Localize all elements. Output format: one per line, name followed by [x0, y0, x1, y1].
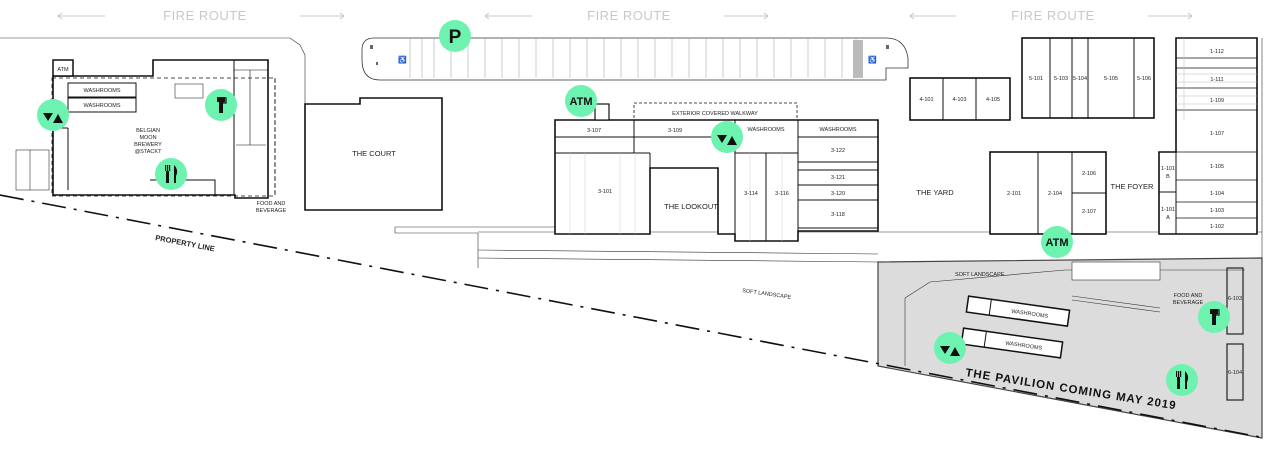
unit-3-116: 3-116 — [775, 191, 789, 197]
unit-2-106: 2-106 — [1082, 171, 1096, 177]
unit-5-106: 5-106 — [1137, 76, 1151, 82]
unit-3-109: 3-109 — [668, 128, 682, 134]
atm-badge-label-2: ATM — [1045, 237, 1068, 249]
pavilion-washrooms-lower[interactable]: WASHROOMS — [960, 327, 1064, 359]
pavilion-washrooms-upper[interactable]: WASHROOMS — [965, 295, 1071, 328]
unit-3-114: 3-114 — [744, 191, 758, 197]
unit-5-101: 5-101 — [1029, 76, 1043, 82]
brewery-name-line2: MOON — [139, 135, 156, 141]
unit-4-101: 4-101 — [919, 97, 933, 103]
atm-icon[interactable]: ATM — [1041, 226, 1073, 258]
atm-badge-label-1: ATM — [569, 96, 592, 108]
unit-6-104: 6-104 — [1228, 370, 1242, 376]
unit-4-105: 4-105 — [986, 97, 1000, 103]
unit-1-101-b: 1-101 — [1161, 166, 1175, 172]
parking-badge-label: P — [449, 27, 462, 48]
unit-1-105: 1-105 — [1210, 164, 1224, 170]
building-4[interactable]: 4-101 4-103 4-105 — [909, 77, 1011, 121]
unit-1-109: 1-109 — [1210, 98, 1224, 104]
building-2[interactable]: 2-101 2-104 2-106 2-107 — [989, 151, 1107, 235]
unit-4-103: 4-103 — [952, 97, 966, 103]
building-5[interactable]: 5-101 5-103 5-104 5-105 5-106 — [1021, 37, 1155, 119]
fire-route-1: FIRE ROUTE — [57, 8, 345, 23]
unit-1-101-a-sub: A — [1166, 215, 1170, 221]
unit-3-118: 3-118 — [831, 212, 845, 218]
brewery-name-line4: @STACKT — [135, 149, 163, 155]
pavilion-washrooms-upper-label: WASHROOMS — [1011, 309, 1049, 320]
unit-1-107: 1-107 — [1210, 131, 1224, 137]
unit-1-102: 1-102 — [1210, 224, 1224, 230]
brewery-food-label-1: FOOD AND — [257, 201, 286, 207]
soft-landscape-label-2: SOFT LANDSCAPE — [955, 272, 1005, 278]
beer-icon[interactable] — [205, 89, 237, 121]
unit-1-104: 1-104 — [1210, 191, 1224, 197]
brewery-washrooms-1-label: WASHROOMS — [83, 88, 120, 94]
soft-landscape-label-1: SOFT LANDSCAPE — [742, 288, 792, 301]
unit-3-101: 3-101 — [598, 189, 612, 195]
pavilion-food-label-2: BEVERAGE — [1173, 300, 1204, 306]
svg-text:♿: ♿ — [398, 55, 407, 64]
bldg3-washrooms-2-label: WASHROOMS — [819, 127, 856, 133]
food-icon[interactable] — [1166, 364, 1198, 396]
brewery-name-line1: BELGIAN — [136, 128, 160, 134]
brewery-washrooms-2-label: WASHROOMS — [83, 103, 120, 109]
unit-5-103: 5-103 — [1054, 76, 1068, 82]
unit-3-122: 3-122 — [831, 148, 845, 154]
building-1[interactable]: 1-112 1-111 1-109 1-107 1-105 1-104 1-10… — [1158, 37, 1258, 235]
atm-icon[interactable]: ATM — [565, 85, 597, 117]
the-court[interactable]: THE COURT — [304, 97, 443, 211]
restroom-icon[interactable] — [711, 121, 743, 153]
restroom-icon[interactable] — [37, 99, 69, 131]
the-lookout-label: THE LOOKOUT — [664, 202, 718, 211]
fire-route-3-label: FIRE ROUTE — [1011, 8, 1095, 23]
pavilion-food-label-1: FOOD AND — [1174, 293, 1203, 299]
beer-icon[interactable] — [1198, 301, 1230, 333]
belgian-moon-brewery[interactable]: ATM WASHROOMS WASHROOMS BELGIAN MOON BRE… — [51, 59, 287, 214]
restroom-icon[interactable] — [934, 332, 966, 364]
property-line-label: PROPERTY LINE — [155, 233, 216, 253]
bldg3-washrooms-1-label: WASHROOMS — [747, 127, 784, 133]
unit-3-121: 3-121 — [831, 175, 845, 181]
unit-2-101: 2-101 — [1007, 191, 1021, 197]
unit-1-111: 1-111 — [1210, 77, 1223, 83]
unit-2-104: 2-104 — [1048, 191, 1062, 197]
fire-route-2-label: FIRE ROUTE — [587, 8, 671, 23]
food-icon[interactable] — [155, 158, 187, 190]
unit-1-101-b-sub: B — [1166, 174, 1170, 180]
the-foyer-label: THE FOYER — [1111, 182, 1155, 191]
unit-3-107: 3-107 — [587, 128, 601, 134]
covered-walkway-label: EXTERIOR COVERED WALKWAY — [672, 111, 758, 117]
parking-lot[interactable]: ♿ ♿ — [361, 37, 909, 81]
parking-icon[interactable]: P — [439, 20, 471, 52]
brewery-atm-label: ATM — [57, 67, 69, 73]
fire-route-1-label: FIRE ROUTE — [163, 8, 247, 23]
brewery-name-line3: BREWERY — [134, 142, 162, 148]
brewery-food-label-2: BEVERAGE — [256, 208, 287, 214]
unit-6-103: 6-103 — [1228, 296, 1242, 302]
fire-route-3: FIRE ROUTE — [909, 8, 1193, 23]
unit-1-101-a: 1-101 — [1161, 207, 1175, 213]
pavilion-washrooms-lower-label: WASHROOMS — [1005, 341, 1043, 352]
svg-text:♿: ♿ — [868, 55, 877, 64]
unit-1-112: 1-112 — [1210, 49, 1224, 55]
unit-2-107: 2-107 — [1082, 209, 1096, 215]
unit-1-103: 1-103 — [1210, 208, 1224, 214]
unit-5-104: 5-104 — [1073, 76, 1087, 82]
fire-route-2: FIRE ROUTE — [484, 8, 769, 23]
building-3[interactable]: EXTERIOR COVERED WALKWAY 3-107 3-109 3-1… — [554, 102, 879, 242]
unit-3-120: 3-120 — [831, 191, 845, 197]
the-court-label: THE COURT — [352, 149, 396, 158]
the-yard-label: THE YARD — [916, 188, 954, 197]
unit-5-105: 5-105 — [1104, 76, 1118, 82]
small-building-west[interactable] — [15, 149, 50, 191]
